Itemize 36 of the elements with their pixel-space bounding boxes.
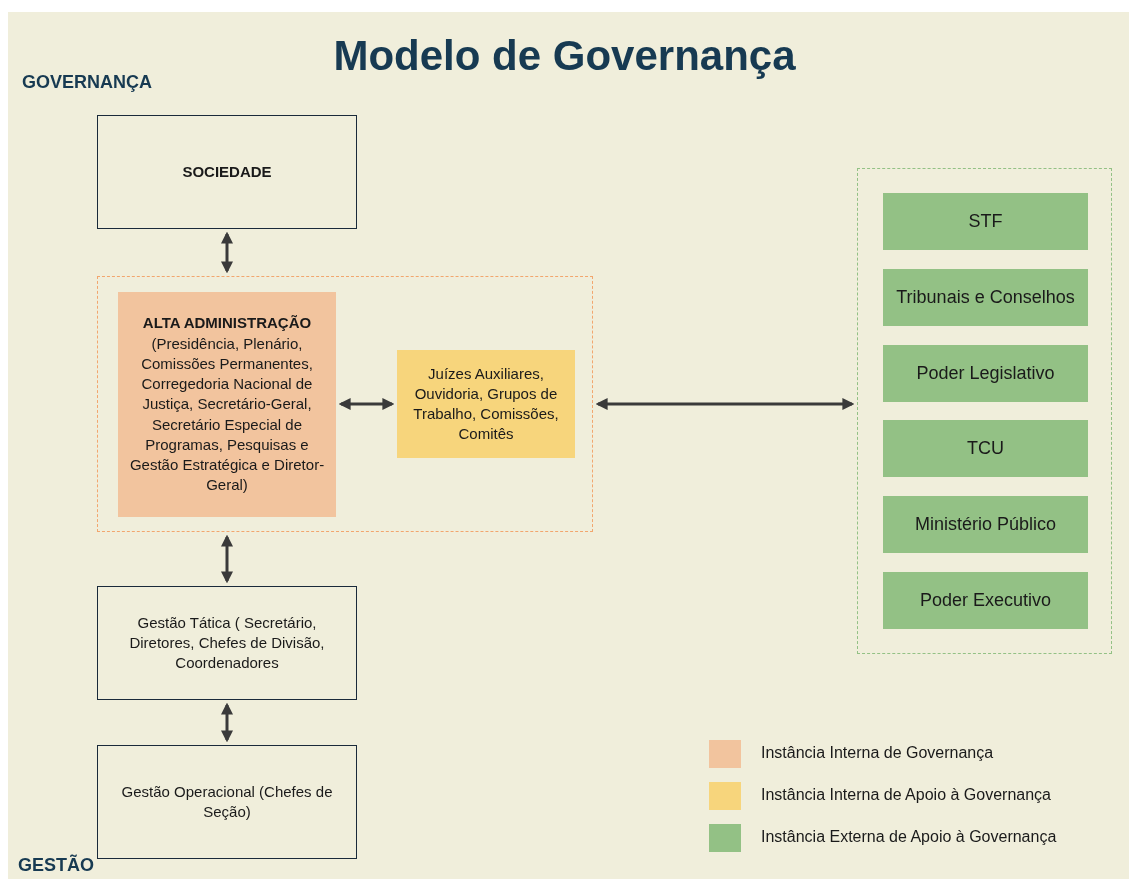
double-arrow [221, 702, 233, 743]
external-body-box [883, 269, 1088, 326]
box-text: TCU [967, 437, 1004, 461]
box-text: Tribunais e Conselhos [896, 286, 1075, 310]
double-arrow [221, 534, 233, 584]
external-body-box [883, 345, 1088, 402]
level-box [97, 745, 357, 859]
box-text: Ministério Público [914, 513, 1057, 537]
box-text: SOCIEDADE [182, 161, 272, 182]
box-text: Gestão Operacional (Chefes de Seção) [120, 781, 334, 822]
level-label: GOVERNANÇA [22, 72, 152, 93]
external-body-box [883, 420, 1088, 477]
box-text: Poder Legislativo [916, 362, 1055, 386]
dashed-group-frame [97, 276, 593, 532]
double-arrow [338, 398, 395, 410]
box-text: (Presidência, Plenário, Comissões Permanentes, Corregedoria Nacional de Justiça, Secretário-Geral, Secretário Especial de Programas, Pesquisas e Gestão Estratégica e Diretor-Geral) [128, 333, 326, 496]
legend-text: Instância Externa de Apoio à Governança [761, 828, 1057, 846]
double-arrow [221, 231, 233, 274]
double-arrow [595, 398, 855, 410]
box-text: Gestão Tática ( Secretário, Diretores, Chefes de Divisão, Coordenadores [128, 612, 326, 674]
diagram-title: Modelo de Governança [332, 32, 797, 80]
external-body-box [883, 496, 1088, 553]
level-box [97, 586, 357, 700]
external-body-box [883, 193, 1088, 250]
box-text: STF [968, 210, 1003, 234]
dashed-group-frame [857, 168, 1112, 654]
box-heading: ALTA ADMINISTRAÇÃO [142, 313, 312, 334]
external-body-box [883, 572, 1088, 629]
box-text: Poder Executivo [919, 589, 1052, 613]
governance-box [118, 292, 336, 517]
legend-text: Instância Interna de Apoio à Governança [761, 786, 1051, 804]
level-box [97, 115, 357, 229]
support-box [397, 350, 575, 458]
level-label: GESTÃO [18, 855, 94, 876]
legend-text: Instância Interna de Governança [761, 744, 994, 762]
box-text: Juízes Auxiliares, Ouvidoria, Grupos de Trabalho, Comissões, Comitês [412, 363, 560, 445]
